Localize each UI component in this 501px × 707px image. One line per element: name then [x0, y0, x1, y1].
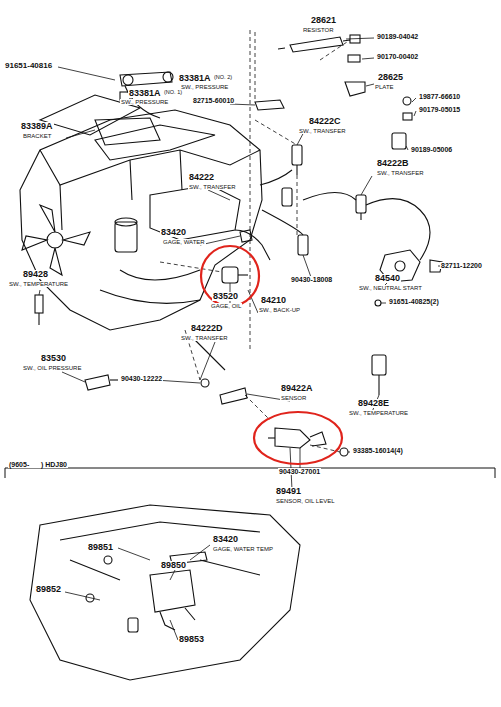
- callout-number: 82715-60010: [192, 97, 235, 104]
- cooling-fan: [22, 205, 90, 275]
- sensors: [35, 230, 252, 404]
- callout-number: 90189-05006: [410, 146, 453, 153]
- part-name: SW., TRANSFER: [188, 184, 237, 190]
- callout-number: 89428E: [357, 399, 390, 408]
- callout-number: 93385-16014(4): [352, 447, 404, 454]
- part-name: SW., TRANSFER: [180, 335, 229, 341]
- callout-number: 90430-12222: [120, 375, 163, 382]
- callout-number: 89851: [87, 543, 114, 552]
- part-name: SENSOR: [280, 395, 307, 401]
- callout-number: 83420: [160, 228, 187, 237]
- callout-number: 89853: [178, 635, 205, 644]
- callout-number: 90179-05015: [418, 106, 461, 113]
- part-name: (NO. 1): [163, 90, 183, 96]
- callout-number: 84222C: [308, 117, 342, 126]
- part-name: SW., PRESSURE: [120, 99, 169, 105]
- callout-number: 90430-18008: [290, 276, 333, 283]
- temperature-switch: [372, 355, 386, 395]
- callout-number: 83530: [40, 354, 67, 363]
- callout-number: 91651-40816: [4, 62, 53, 70]
- callout-number: 83420: [212, 535, 239, 544]
- callout-number: 89850: [160, 561, 187, 570]
- callout-number: 91651-40825(2): [388, 298, 440, 305]
- callout-number: 83520: [212, 292, 239, 301]
- part-name: SW., NEUTRAL START: [358, 285, 423, 291]
- transfer-switches: [235, 145, 430, 260]
- part-name: GAGE, WATER TEMP: [212, 546, 274, 552]
- callout-number: 82711-12200: [440, 262, 483, 269]
- part-name: RESISTOR: [302, 27, 335, 33]
- callout-number: 89852: [35, 585, 62, 594]
- engine-sketch-hdj80: [30, 505, 300, 680]
- part-name: SW., BACK-UP: [258, 307, 301, 313]
- highlight-circle: [201, 246, 259, 306]
- callout-number: 19877-66610: [418, 93, 461, 100]
- part-name: (NO. 2): [213, 75, 233, 81]
- callout-number: 84540: [374, 274, 401, 283]
- engine-block: [20, 95, 262, 330]
- callout-number: 84222: [188, 173, 215, 182]
- callout-number: 84222D: [190, 324, 224, 333]
- callout-number: 83389A: [20, 122, 54, 131]
- callout-number: 89491: [275, 487, 302, 496]
- part-name: SENSOR, OIL LEVEL: [275, 498, 335, 504]
- part-name: SW., TRANSFER: [298, 128, 347, 134]
- callout-number: 90170-00402: [376, 53, 419, 60]
- highlight-circle: [254, 412, 342, 464]
- callout-number: (9605- ) HDJ80: [8, 461, 68, 468]
- callout-number: 28625: [377, 73, 404, 82]
- callout-number: 89422A: [280, 384, 314, 393]
- part-name: SW., TEMPERATURE: [8, 281, 69, 287]
- callout-number: 83381A: [178, 74, 212, 83]
- callout-number: 90430-27001: [278, 468, 321, 475]
- part-name: SW., OIL PRESSURE: [22, 365, 82, 371]
- part-name: BRACKET: [22, 133, 52, 139]
- callout-number: 84210: [260, 296, 287, 305]
- part-name: SW., PRESSURE: [180, 84, 229, 90]
- leader-lines: [39, 38, 442, 640]
- callout-number: 84222B: [376, 159, 410, 168]
- guide-lines: [160, 30, 350, 452]
- part-name: SW., TRANSFER: [376, 170, 425, 176]
- part-name: PLATE: [374, 84, 395, 90]
- section-separator: [5, 468, 495, 478]
- callout-number: 28621: [310, 16, 337, 25]
- callout-number: 89428: [22, 270, 49, 279]
- part-name: GAGE, WATER: [162, 239, 206, 245]
- neutral-start-switch: [375, 250, 442, 306]
- pressure-switches: [95, 72, 173, 145]
- part-name: GAGE, OIL: [210, 303, 242, 309]
- callout-number: 83381A: [128, 89, 162, 98]
- part-name: SW., TEMPERATURE: [348, 410, 409, 416]
- callout-number: 90189-04042: [376, 33, 419, 40]
